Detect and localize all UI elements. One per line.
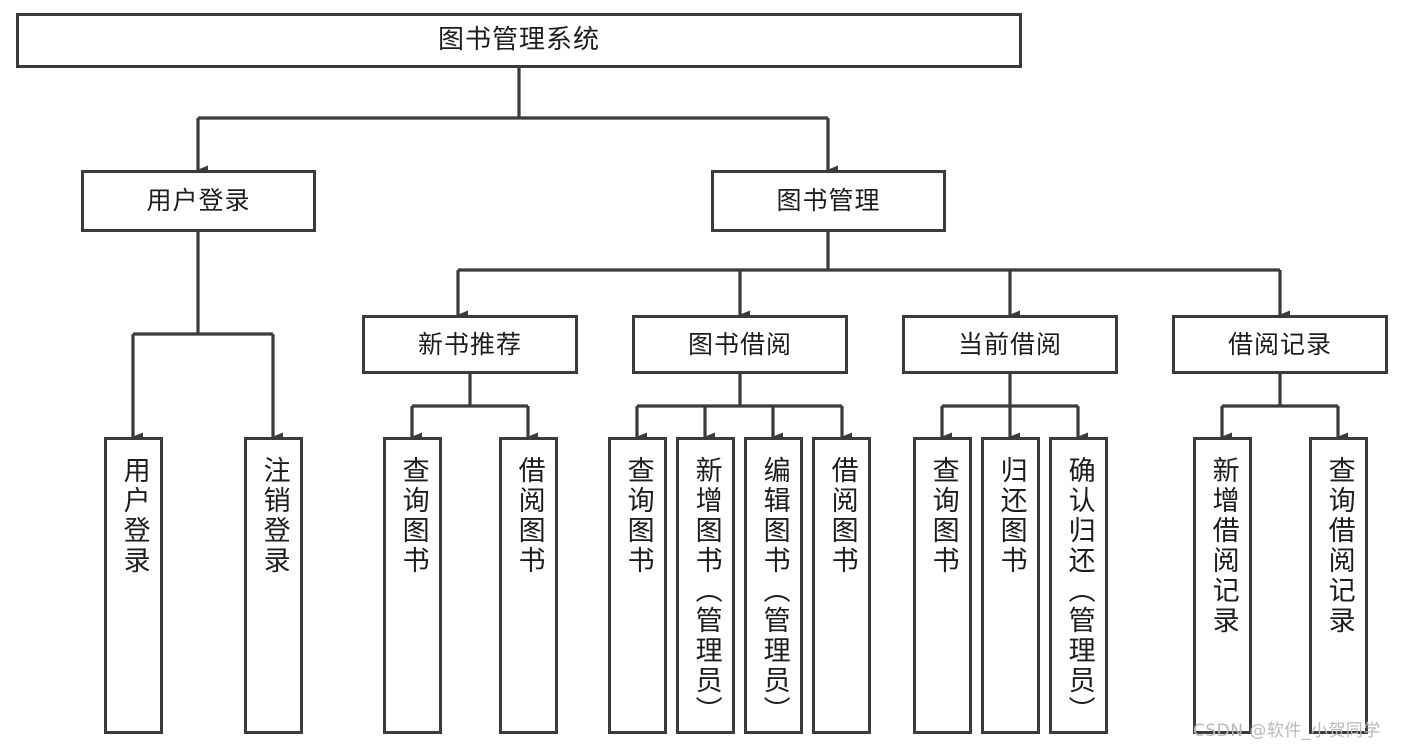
node-current-borrow[interactable]: 当前借阅	[902, 315, 1118, 374]
node-borrow-record[interactable]: 借阅记录	[1172, 315, 1388, 374]
node-root[interactable]: 图书管理系统	[16, 13, 1022, 68]
node-leaf-query-book-2-label: 查询图书	[622, 456, 654, 576]
node-leaf-query-book-1[interactable]: 查询图书	[383, 437, 442, 734]
node-leaf-logout-login-label: 注销登录	[258, 456, 290, 576]
watermark: CSDN @软件_小贺同学	[1193, 721, 1381, 741]
node-root-label: 图书管理系统	[437, 25, 600, 56]
node-leaf-edit-book-admin[interactable]: 编辑图书（管理员）	[744, 437, 803, 734]
node-leaf-query-borrow-record[interactable]: 查询借阅记录	[1309, 437, 1368, 734]
node-leaf-query-book-3-label: 查询图书	[927, 456, 959, 576]
node-leaf-borrow-book-1-label: 借阅图书	[513, 456, 545, 576]
node-leaf-return-book[interactable]: 归还图书	[981, 437, 1040, 734]
node-leaf-borrow-book-1[interactable]: 借阅图书	[499, 437, 558, 734]
node-leaf-edit-book-admin-label: 编辑图书（管理员）	[758, 456, 790, 726]
node-leaf-confirm-return-admin[interactable]: 确认归还（管理员）	[1049, 437, 1108, 734]
node-book-borrow-label: 图书借阅	[687, 329, 792, 359]
node-leaf-add-book-admin-label: 新增图书（管理员）	[690, 456, 722, 726]
node-leaf-borrow-book-2-label: 借阅图书	[826, 456, 858, 576]
node-user-login[interactable]: 用户登录	[81, 170, 316, 232]
node-leaf-query-book-2[interactable]: 查询图书	[608, 437, 667, 734]
node-leaf-query-borrow-record-label: 查询借阅记录	[1323, 456, 1355, 636]
node-book-management-label: 图书管理	[776, 186, 881, 216]
node-leaf-borrow-book-2[interactable]: 借阅图书	[812, 437, 871, 734]
node-user-login-label: 用户登录	[146, 186, 251, 216]
node-borrow-record-label: 借阅记录	[1227, 329, 1332, 359]
node-leaf-confirm-return-admin-label: 确认归还（管理员）	[1063, 456, 1095, 726]
node-current-borrow-label: 当前借阅	[957, 329, 1062, 359]
node-leaf-query-book-1-label: 查询图书	[397, 456, 429, 576]
node-new-book-recommend-label: 新书推荐	[417, 329, 522, 359]
node-leaf-logout-login[interactable]: 注销登录	[244, 437, 303, 734]
node-leaf-add-borrow-record-label: 新增借阅记录	[1207, 456, 1239, 636]
node-leaf-return-book-label: 归还图书	[995, 456, 1027, 576]
node-new-book-recommend[interactable]: 新书推荐	[362, 315, 578, 374]
node-leaf-add-borrow-record[interactable]: 新增借阅记录	[1193, 437, 1252, 734]
node-leaf-user-login[interactable]: 用户登录	[104, 437, 163, 734]
node-leaf-add-book-admin[interactable]: 新增图书（管理员）	[676, 437, 735, 734]
node-leaf-user-login-label: 用户登录	[118, 456, 150, 576]
node-book-borrow[interactable]: 图书借阅	[632, 315, 848, 374]
node-leaf-query-book-3[interactable]: 查询图书	[913, 437, 972, 734]
node-book-management[interactable]: 图书管理	[711, 170, 946, 232]
